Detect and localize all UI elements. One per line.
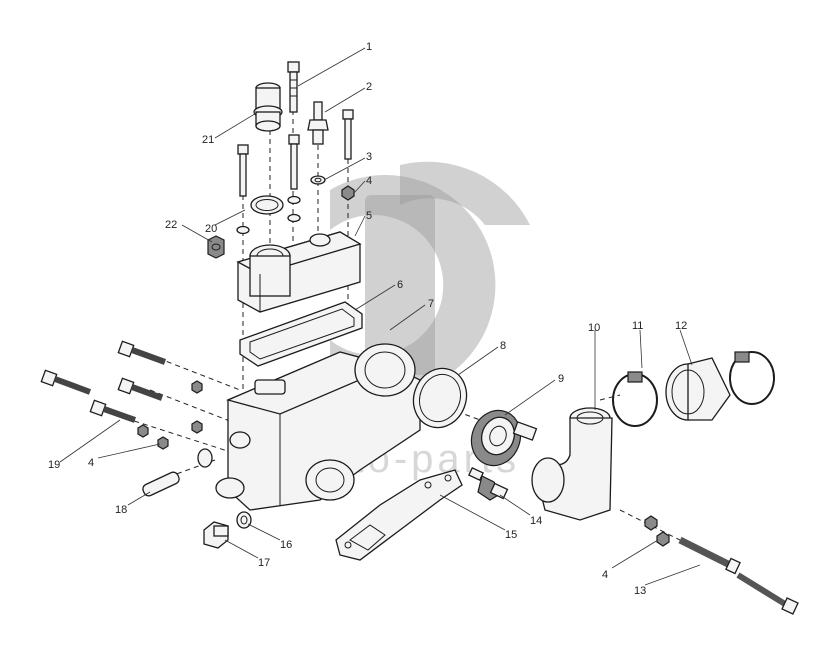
hose-clamp-right <box>729 351 775 405</box>
callout-21: 21 <box>202 134 214 146</box>
callout-4-right: 4 <box>602 569 608 581</box>
bleed-screw-2 <box>307 101 329 145</box>
bolt-left <box>237 144 249 197</box>
callout-5: 5 <box>366 210 372 222</box>
washer-4-top <box>341 185 355 201</box>
callout-16: 16 <box>280 539 292 551</box>
callout-15: 15 <box>505 529 517 541</box>
sensor-14 <box>468 466 509 501</box>
callout-17: 17 <box>258 557 270 569</box>
plug-17 <box>203 521 229 549</box>
callout-22: 22 <box>165 219 177 231</box>
o-ring-8 <box>412 367 468 429</box>
callout-11: 11 <box>632 320 643 332</box>
washers-left <box>137 380 213 468</box>
housing-cover-5 <box>236 231 362 313</box>
fitting-21 <box>253 82 283 132</box>
bolt-19-d <box>89 399 137 423</box>
thermostat-9 <box>470 409 538 467</box>
nut-22 <box>207 235 225 259</box>
callout-12: 12 <box>675 320 687 332</box>
bolt-center <box>288 134 300 190</box>
callout-6: 6 <box>397 279 403 291</box>
washer-3 <box>310 175 326 185</box>
stud-18 <box>142 471 180 497</box>
hose-clamp-11 <box>612 371 658 427</box>
callout-7: 7 <box>428 298 434 310</box>
callout-13: 13 <box>634 585 646 597</box>
bolt-right <box>342 109 354 160</box>
washer-small-a <box>236 195 301 235</box>
callout-14: 14 <box>530 515 542 527</box>
callout-4-top: 4 <box>366 175 372 187</box>
bolt-19-b <box>117 377 164 401</box>
callout-18: 18 <box>115 504 127 516</box>
bolt-1 <box>287 61 300 113</box>
callout-4-left: 4 <box>88 457 94 469</box>
callout-labels: 1 2 3 4 5 6 7 8 9 10 11 12 4 13 14 15 16… <box>48 41 687 597</box>
callout-10: 10 <box>588 322 600 334</box>
callout-3: 3 <box>366 151 372 163</box>
outlet-elbow-10 <box>531 407 613 521</box>
washer-16 <box>236 511 252 529</box>
callout-19: 19 <box>48 459 60 471</box>
callout-8: 8 <box>500 340 506 352</box>
bolt-19-c <box>40 369 92 395</box>
leader-lines <box>59 47 701 586</box>
bolt-13-a <box>678 536 741 575</box>
o-ring-20 <box>250 195 284 215</box>
callout-2: 2 <box>366 81 372 93</box>
bolt-19-a <box>117 340 167 365</box>
washers-right <box>644 515 670 547</box>
callout-9: 9 <box>558 373 564 385</box>
hose-12 <box>665 357 731 421</box>
callout-20: 20 <box>205 223 217 235</box>
main-housing-7 <box>215 343 421 511</box>
gasket-15 <box>335 469 463 561</box>
callout-1: 1 <box>366 41 372 53</box>
bolt-13-b <box>736 572 799 615</box>
gasket-6 <box>239 301 363 367</box>
